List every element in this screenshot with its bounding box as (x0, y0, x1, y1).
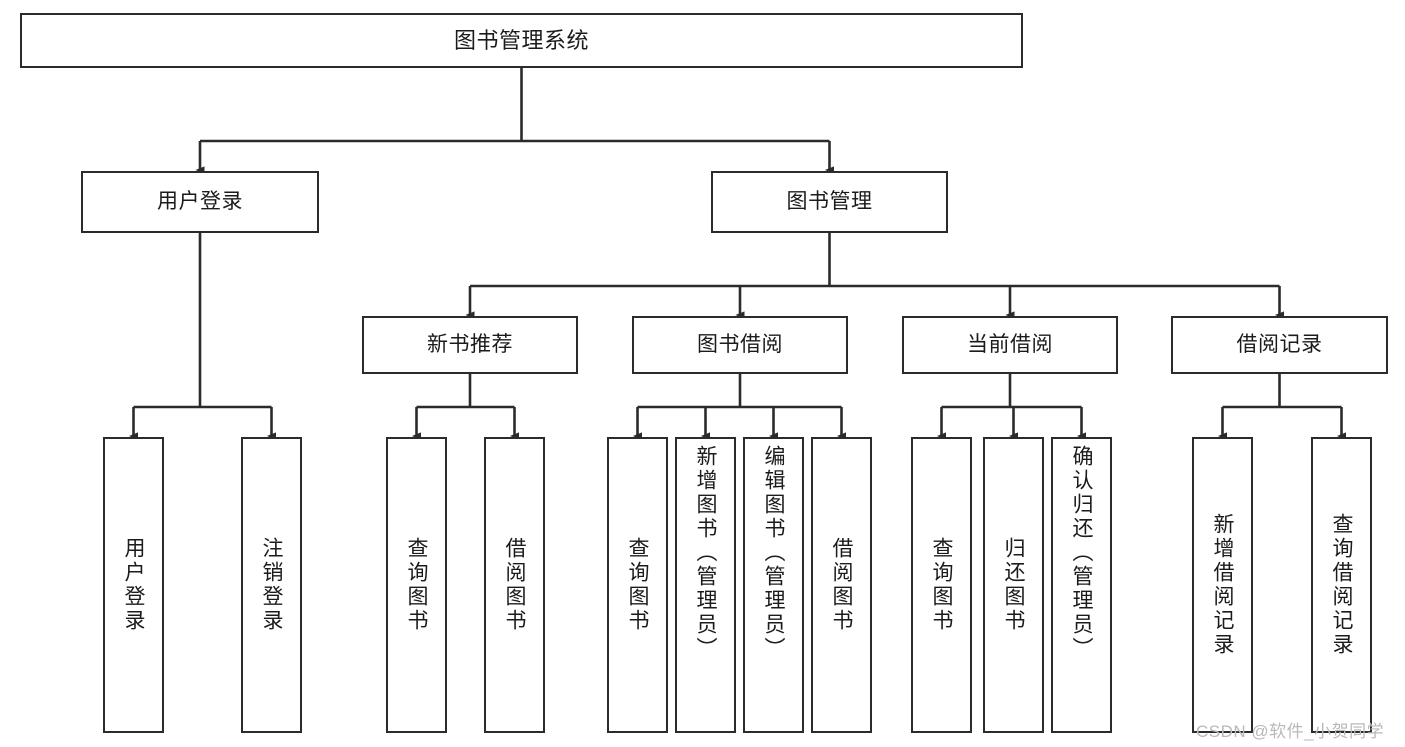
leaf-leaf_query_book_c[interactable]: 查询图书 (911, 437, 972, 733)
leaf-leaf_add_book[interactable]: 新增图书（管理员） (675, 437, 736, 733)
node-label: 用户登录 (157, 189, 243, 213)
leaf-leaf_add_record[interactable]: 新增借阅记录 (1192, 437, 1253, 733)
leaf-leaf_query_book_b[interactable]: 查询图书 (607, 437, 668, 733)
leaf-leaf_query_record[interactable]: 查询借阅记录 (1311, 437, 1372, 733)
node-label: 新书推荐 (427, 332, 513, 356)
node-current_borrow[interactable]: 当前借阅 (902, 316, 1118, 374)
leaf-leaf_query_book_rec[interactable]: 查询图书 (386, 437, 447, 733)
node-label: 借阅图书 (503, 537, 526, 633)
node-book_manage[interactable]: 图书管理 (711, 171, 948, 233)
leaf-leaf_borrow_book_rec[interactable]: 借阅图书 (484, 437, 545, 733)
leaf-leaf_edit_book[interactable]: 编辑图书（管理员） (743, 437, 804, 733)
node-label: 用户登录 (122, 537, 145, 633)
node-label: 借阅图书 (830, 537, 853, 633)
node-label: 查询图书 (405, 537, 428, 633)
leaf-leaf_return_book[interactable]: 归还图书 (983, 437, 1044, 733)
connector-lines (128, 68, 1346, 440)
node-label: 图书借阅 (697, 332, 783, 356)
leaf-leaf_user_logout[interactable]: 注销登录 (241, 437, 302, 733)
node-label: 查询图书 (626, 537, 649, 633)
node-label: 图书管理 (786, 189, 873, 213)
node-label: 归还图书 (1002, 537, 1025, 633)
leaf-leaf_borrow_book_b[interactable]: 借阅图书 (811, 437, 872, 733)
node-label: 查询借阅记录 (1330, 513, 1353, 657)
node-label: 查询图书 (930, 537, 953, 633)
node-label: 编辑图书（管理员） (762, 445, 785, 661)
node-label: 图书管理系统 (453, 27, 589, 53)
node-root-system[interactable]: 图书管理系统 (20, 13, 1023, 68)
node-borrow_record[interactable]: 借阅记录 (1171, 316, 1388, 374)
node-label: 当前借阅 (967, 332, 1053, 356)
node-new_book_rec[interactable]: 新书推荐 (362, 316, 578, 374)
node-label: 新增借阅记录 (1211, 513, 1234, 657)
node-label: 借阅记录 (1236, 332, 1323, 356)
node-book_borrow[interactable]: 图书借阅 (632, 316, 848, 374)
node-label: 确认归还（管理员） (1070, 445, 1093, 661)
node-user_login[interactable]: 用户登录 (81, 171, 319, 233)
node-label: 注销登录 (260, 537, 283, 633)
node-label: 新增图书（管理员） (694, 445, 717, 661)
leaf-leaf_confirm_return[interactable]: 确认归还（管理员） (1051, 437, 1112, 733)
leaf-leaf_user_login[interactable]: 用户登录 (103, 437, 164, 733)
